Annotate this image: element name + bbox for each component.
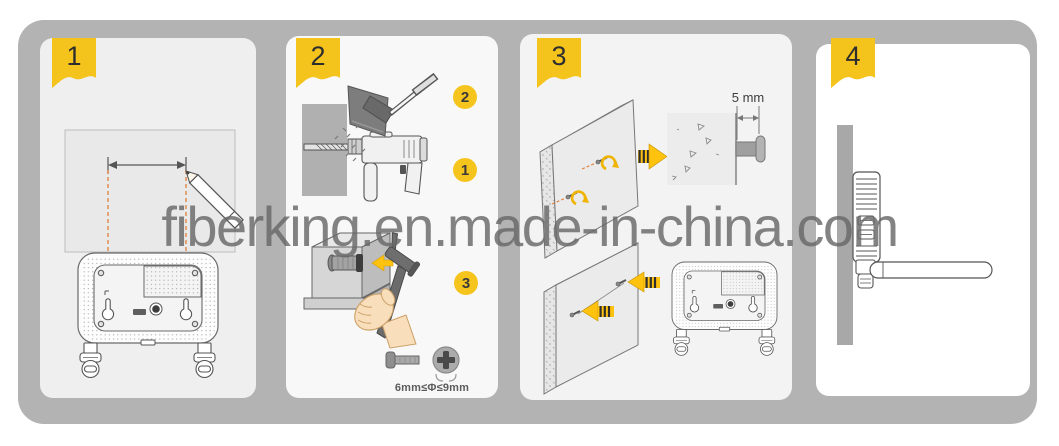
svg-text:3: 3 — [462, 275, 470, 292]
hang-arrow-bottom — [581, 300, 614, 322]
zoom-arrow-icon — [638, 143, 668, 170]
step-number: 3 — [551, 41, 567, 71]
hand-icon — [354, 288, 417, 349]
screw-turn-marks — [551, 155, 619, 206]
screw-side-icon — [385, 351, 420, 369]
step2-panel: 2 1 — [286, 36, 498, 398]
ribbon-icon — [537, 38, 581, 88]
step3-illustration: 5 mm — [539, 90, 778, 395]
vacuum-nozzle-icon — [347, 72, 439, 137]
pencil-icon — [185, 170, 244, 229]
step4-illustration — [837, 125, 993, 345]
screw-diameter-spec: 6mm≤Φ≤9mm — [395, 382, 469, 394]
wall-slab-top — [539, 99, 639, 259]
wall-strip — [837, 125, 853, 345]
ribbon-icon — [296, 38, 340, 88]
step1-illustration — [64, 129, 244, 379]
step-ribbon: 2 — [295, 38, 341, 94]
protrusion-label: 5 mm — [732, 90, 765, 105]
step1-panel: 1 — [40, 38, 256, 398]
svg-text:2: 2 — [461, 89, 469, 106]
step-ribbon: 1 — [51, 38, 97, 94]
badge-hammer: 3 — [454, 271, 478, 295]
wall-slab-bottom — [543, 242, 639, 395]
protrusion-inset: 5 mm — [667, 90, 766, 185]
step-ribbon: 4 — [830, 38, 876, 94]
step3-panel: 5 mm — [520, 34, 792, 400]
device-back-icon — [671, 261, 778, 356]
wall-texture-specks — [671, 123, 720, 181]
device-back-icon — [77, 252, 219, 379]
step2-illustration: 2 1 — [302, 72, 478, 394]
drill-icon — [303, 131, 428, 202]
dust-particles — [334, 124, 366, 162]
wall-anchor-icon — [327, 254, 363, 272]
badge-vacuum: 2 — [453, 85, 477, 109]
screw-head-icon — [432, 346, 460, 382]
step-number: 2 — [310, 41, 326, 71]
step-ribbon: 3 — [536, 38, 582, 94]
step-number: 1 — [66, 41, 82, 71]
device-side-icon — [852, 171, 881, 263]
svg-text:1: 1 — [461, 162, 469, 179]
badge-drill: 1 — [453, 158, 477, 182]
ribbon-icon — [52, 38, 96, 88]
antenna-icon — [855, 259, 993, 289]
hang-arrow-top — [627, 271, 660, 293]
protrusion-measure — [736, 106, 760, 140]
insert-arrow-icon — [371, 254, 394, 272]
step4-panel: 4 — [816, 38, 1030, 396]
step-number: 4 — [845, 41, 861, 71]
hole-spacing-measure-line — [107, 157, 187, 174]
ribbon-icon — [831, 38, 875, 88]
